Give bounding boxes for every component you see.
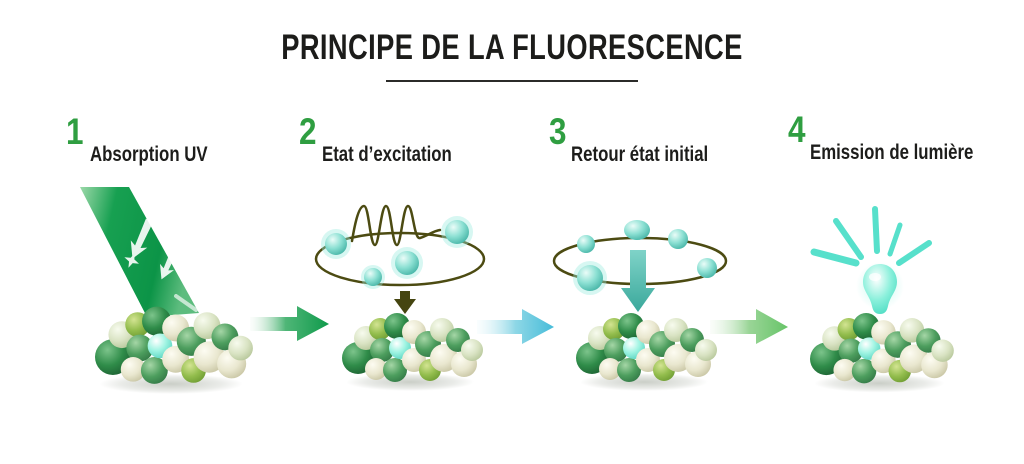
step-3-number: 3 [549, 111, 567, 152]
uv-beam-icon [80, 187, 199, 317]
electrons [321, 216, 473, 289]
excitation-down-arrow [394, 291, 416, 314]
flow-arrow-2-3 [477, 309, 554, 344]
molecule-cluster-3 [576, 313, 717, 391]
flow-arrow-1-2 [250, 306, 329, 341]
step-3-label: Retour état initial [571, 143, 709, 166]
molecule-cluster-2 [342, 313, 483, 391]
step-1-number: 1 [66, 111, 84, 152]
electron-return-orbit-icon [552, 220, 728, 312]
return-down-arrow [621, 250, 655, 312]
molecule-cluster-1 [95, 306, 253, 394]
glowing-bulb-icon [810, 206, 932, 314]
page-title: PRINCIPE DE LA FLUORESCENCE [281, 28, 743, 67]
title-underline [386, 80, 638, 82]
step-4-label: Emission de lumière [810, 141, 974, 164]
step-2-number: 2 [299, 111, 317, 152]
electrons [573, 220, 717, 295]
beam-direction-arrows [124, 218, 180, 280]
light-rays [810, 206, 932, 267]
excited-electron-orbit-icon [314, 204, 486, 314]
step-1-label: Absorption UV [90, 143, 208, 166]
molecule-cluster-4 [810, 312, 954, 393]
step-4-number: 4 [788, 109, 806, 150]
energy-wave [350, 204, 442, 247]
flow-arrow-3-4 [710, 309, 788, 344]
step-2-label: Etat d’excitation [322, 143, 452, 166]
